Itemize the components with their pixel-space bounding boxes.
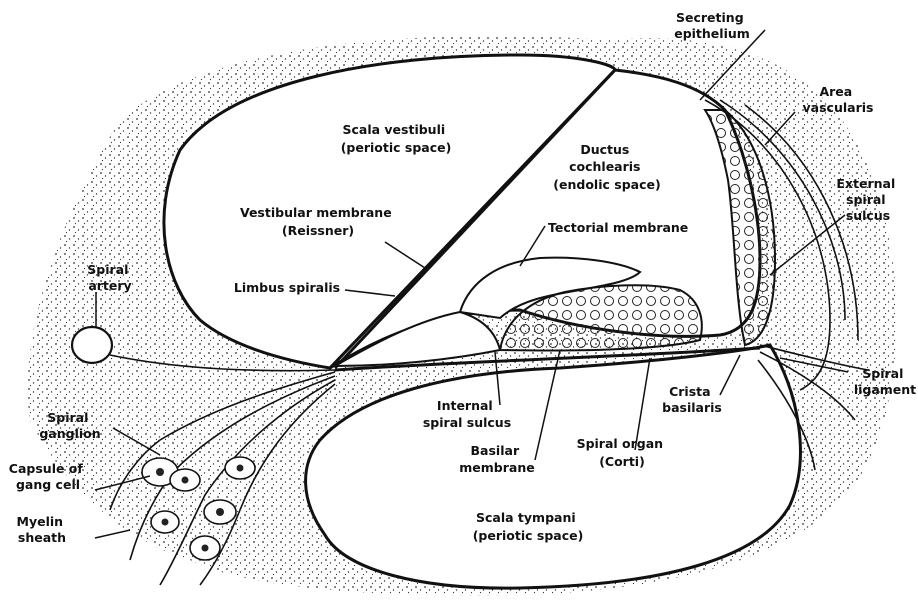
myelin-sheath-label: Myelin sheath bbox=[17, 514, 68, 545]
limbus-spiralis-label: Limbus spiralis bbox=[234, 280, 340, 295]
external-spiral-sulcus-label: External spiral sulcus bbox=[836, 176, 899, 223]
area-vascularis-label: Area vascularis bbox=[803, 84, 874, 115]
spiral-ligament-label: Spiral ligament bbox=[854, 366, 916, 397]
capsule-gang-cell-label: Capsule of gang cell bbox=[9, 461, 87, 492]
spiral-artery-label: Spiral artery bbox=[87, 262, 132, 293]
tectorial-membrane-label: Tectorial membrane bbox=[548, 220, 688, 235]
secreting-epithelium-label: Secreting epithelium bbox=[674, 10, 750, 41]
spiral-artery-vessel bbox=[72, 327, 112, 363]
crista-basilaris-label: Crista basilaris bbox=[662, 384, 722, 415]
spiral-ganglion-label: Spiral ganglion bbox=[39, 410, 100, 441]
